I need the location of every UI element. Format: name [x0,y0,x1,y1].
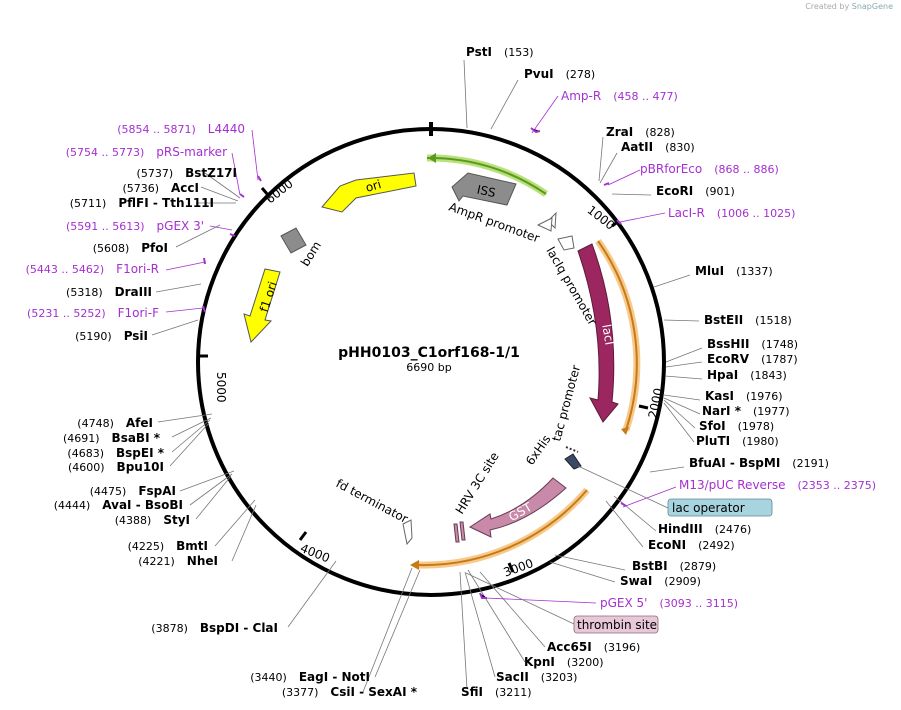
laci-orf-arrowhead [621,427,629,435]
fd-terminator-label: fd terminator [334,476,411,526]
enzyme-pstI: PstI(153) [466,45,534,59]
lac-operator-mark [564,453,582,470]
enzyme-bspEI: (4683)BspEI * [67,446,164,460]
enzyme-bssHII: BssHII(1748) [707,337,798,351]
enzyme-sfoI: SfoI(1978) [699,419,774,433]
laci-feature[interactable] [577,243,619,423]
gst-feature[interactable] [468,477,567,538]
enzyme-bstBI: BstBI(2879) [632,559,716,573]
enzyme-nheI: (4221)NheI [138,554,218,568]
enzyme-fspAI: (4475)FspAI [90,484,176,498]
bom-feature[interactable] [280,227,307,254]
enzyme-ecoRI: EcoRI(901) [656,184,735,198]
enzyme-bfuAI-bspMI: BfuAI - BspMI(2191) [689,456,829,470]
enzyme-swaI: SwaI(2909) [620,574,701,588]
thrombin-label: thrombin site [577,618,657,632]
laci-orf-arc [597,240,638,431]
enzyme-accI: (5736)AccI [122,181,199,195]
gst-orf-arc [417,489,588,567]
sixhis-label: 6xHis [523,432,554,467]
snapgene-credit: Created by SnapGene [805,2,893,11]
credit-prefix: Created by [805,2,850,11]
tick-5000: 5000 [214,372,228,403]
enzyme-avaI-bsoBI: (4444)AvaI - BsoBI [54,498,183,512]
map-length: 6690 bp [406,361,451,374]
enzyme-zraI: ZraI(828) [606,125,675,139]
enzyme-sacII: SacII(3203) [496,670,577,684]
ori-feature[interactable] [321,172,417,213]
ampr-arrowhead [428,153,436,163]
ampr-promoter-label: AmpR promoter [447,200,541,246]
thrombin-box [573,615,659,634]
tick-2000: 2000 [646,387,666,420]
primer-pgex-3: (5591 .. 5613)pGEX 3' [66,219,204,233]
gst-orf-arrowhead [410,560,419,570]
primer-f1ori-f: (5231 .. 5252)F1ori-F [27,306,159,320]
enzyme-csiI-sexAI: (3377)CsiI - SexAI * [282,685,418,699]
thrombin-leader [465,572,575,625]
map-title: pHH0103_C1orf168-1/1 [338,345,520,361]
enzyme-pfoI: (5608)PfoI [93,241,168,255]
enzyme-ecoNI: EcoNI(2492) [648,538,735,552]
primer-amp-r: Amp-R(458 .. 477) [561,89,678,103]
primer-f1ori-r: (5443 .. 5462)F1ori-R [26,262,159,276]
primer-m13-puc-reverse: M13/pUC Reverse(2353 .. 2375) [679,478,876,492]
primer-leaders [165,95,677,604]
enzyme-bstEII: BstEII(1518) [704,313,792,327]
tick-4000: 4000 [298,541,332,565]
ampr-promoter-arrow2 [536,217,553,232]
enzyme-pflFI-tth111I: (5711)PflFI - Tth111I [70,196,214,210]
enzyme-bmtI: (4225)BmtI [128,539,208,553]
enzyme-kpnI: KpnI(3200) [524,655,603,669]
tac-mark [565,446,579,453]
laci-label: lacI [599,323,616,346]
fd-terminator-shape[interactable] [402,519,413,546]
hrv-mark [453,523,460,543]
primer-marks [202,127,627,599]
lac-operator-leader [577,465,669,509]
lac-operator-box [667,498,773,517]
tick-1000: 1000 [585,203,618,233]
tac-promoter-label: tac promoter [549,364,583,443]
enzyme-mluI: MluI(1337) [695,264,773,278]
enzyme-afeI: (4748)AfeI [77,416,153,430]
tick-marks [199,187,649,573]
enzyme-hpaI: HpaI(1843) [707,368,787,382]
credit-brand: SnapGene [851,2,893,11]
primer-l4440: (5854 .. 5871)L4440 [117,122,245,136]
tick-6000: 6000 [263,176,296,206]
enzyme-bstZ17I: (5737)BstZ17I [137,166,237,180]
primer-prs-marker: (5754 .. 5773)pRS-marker [66,145,227,159]
enzyme-hindIII: HindIII(2476) [658,522,751,536]
enzyme-narI: NarI *(1977) [702,404,790,418]
enzyme-psiI: (5190)PsiI [75,329,148,343]
ampr-arc [426,156,547,195]
enzyme-kasI: KasI(1976) [705,389,783,403]
enzyme-draIII: (5318)DraIII [66,285,152,299]
thrombin-mark [459,521,466,541]
primer-laci-r: LacI-R(1006 .. 1025) [668,206,795,220]
hrv3c-label: HRV 3C site [453,450,502,517]
f1ori-feature[interactable] [243,268,281,344]
laciq-promoter-arrow[interactable] [557,235,575,251]
enzyme-acc65I: Acc65I(3196) [547,640,640,654]
iss-feature[interactable] [451,172,517,206]
enzyme-pvuI: PvuI(278) [524,67,595,81]
primer-pbrforeco: pBRforEco(868 .. 886) [640,162,779,176]
lac-operator-label: lac operator [672,501,745,515]
iss-label: ISS [476,183,497,201]
enzyme-aatII: AatII(830) [621,140,695,154]
enzyme-bsaBI: (4691)BsaBI * [63,431,161,445]
enzyme-sfiI: SfiI(3211) [461,685,532,699]
primer-pgex-5: pGEX 5'(3093 .. 3115) [600,596,738,610]
ori-label: ori [364,177,383,195]
enzyme-ecoRV: EcoRV(1787) [707,352,798,366]
enzyme-pluTI: PluTI(1980) [696,434,779,448]
enzyme-bpu10I: (4600)Bpu10I [68,460,164,474]
leader-lines [151,59,703,693]
enzyme-eagI-notI: (3440)EagI - NotI [250,670,370,684]
enzyme-styI: (4388)StyI [115,513,190,527]
enzyme-bspDI-claI: (3878)BspDI - ClaI [151,621,278,635]
